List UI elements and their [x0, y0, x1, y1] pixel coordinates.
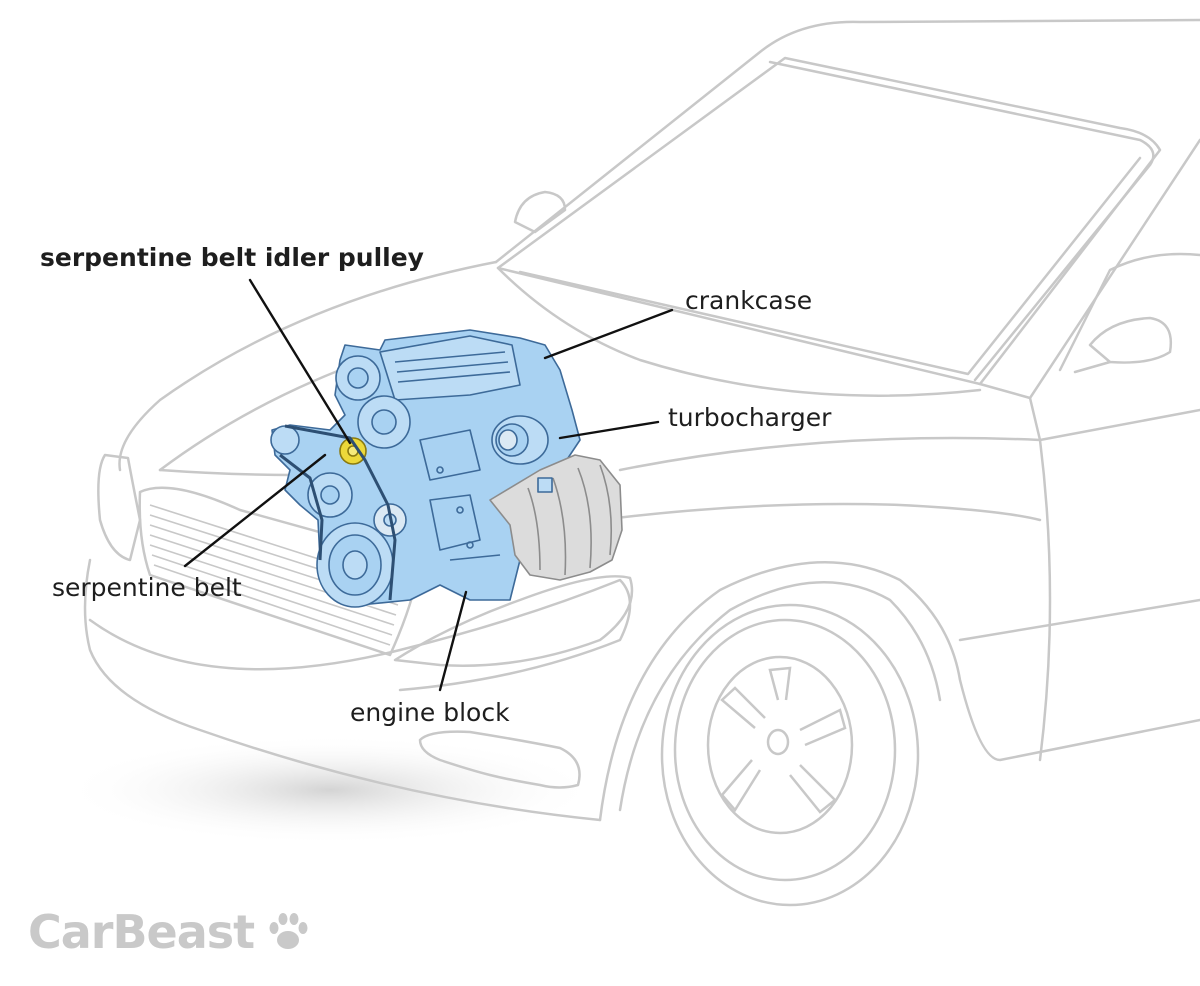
wheel-arch-inner	[618, 580, 942, 812]
label-turbocharger: turbocharger	[668, 403, 832, 432]
car-body	[83, 18, 1200, 822]
front-fender	[618, 436, 1042, 472]
headlight	[97, 453, 142, 562]
door-line	[1028, 396, 1052, 762]
side-mirror-stem	[1073, 360, 1112, 374]
washer-nozzle	[513, 190, 567, 234]
a-pillar	[978, 138, 1200, 400]
windshield	[496, 56, 1162, 386]
label-serpentine-belt: serpentine belt	[52, 573, 242, 602]
lower-intake	[393, 575, 634, 667]
front-wheel	[660, 603, 920, 907]
side-mirror	[1088, 316, 1173, 364]
hood-outline	[118, 260, 498, 472]
hood-crease	[158, 368, 342, 472]
engine	[270, 329, 581, 608]
leader-crankcase	[543, 308, 674, 360]
hood-rear-edge	[496, 266, 982, 397]
brand-logo-text: CarBeast	[28, 905, 255, 959]
leader-lines	[183, 278, 674, 692]
fog-light	[418, 730, 581, 789]
label-engine-block: engine block	[350, 698, 510, 727]
belt-line	[1038, 408, 1200, 442]
bumper-crease	[88, 578, 632, 692]
leader-idler-pulley	[248, 278, 352, 445]
alternator	[270, 425, 300, 455]
front-bumper	[83, 558, 602, 822]
paw-print-icon	[269, 913, 308, 949]
rocker-line	[958, 598, 1200, 642]
leader-turbocharger	[558, 420, 660, 440]
roof-inner	[768, 60, 1155, 382]
ground-shadow	[60, 735, 600, 845]
wheel-arch	[598, 560, 1200, 822]
brand-logo: CarBeast	[28, 904, 312, 960]
leader-engine-block	[438, 590, 468, 692]
side-window	[1058, 252, 1200, 372]
leader-serpentine-belt	[183, 453, 327, 568]
fender-lower	[598, 502, 1042, 522]
label-idler-pulley: serpentine belt idler pulley	[40, 243, 424, 272]
intake-manifold	[489, 454, 623, 581]
serpentine-belt-part	[279, 424, 397, 601]
windshield-inner	[518, 156, 1142, 376]
label-crankcase: crankcase	[685, 286, 813, 315]
roof-line	[494, 18, 1200, 264]
